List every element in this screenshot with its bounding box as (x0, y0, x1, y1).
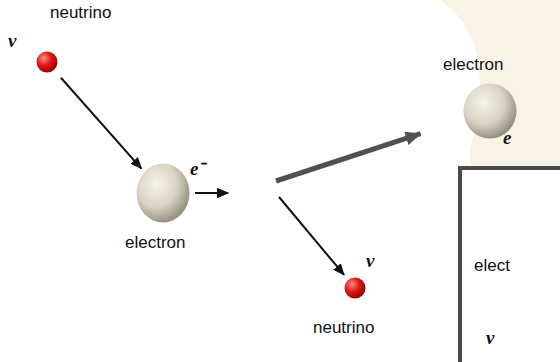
particle-label: electron (125, 233, 185, 253)
neutrino-particle: neutrinov (36, 51, 58, 73)
neutrino-particle: vneutrino (344, 277, 366, 299)
neutrino-sphere (344, 277, 366, 299)
arrow-segment (195, 192, 228, 194)
electron-ball (137, 164, 190, 223)
cream-backdrop (440, 0, 560, 192)
particle-symbol: v (8, 31, 16, 51)
neutrino-ball (37, 52, 58, 73)
particle-label: neutrino (313, 318, 374, 338)
neutrino-sphere (36, 51, 58, 73)
box-symbol: v (486, 328, 494, 348)
electron-particle: e⁻electron (136, 163, 190, 223)
arrow-segment (279, 197, 344, 275)
particle-symbol: e (503, 128, 511, 148)
neutrino-ball (345, 278, 366, 299)
electron-particle: electrone (463, 83, 517, 139)
particle-label: neutrino (50, 3, 111, 23)
legend-box: elect v (458, 166, 560, 362)
particle-label: electron (443, 55, 503, 75)
interaction-arrow (195, 193, 344, 275)
interaction-arrow (195, 134, 421, 193)
particle-symbol: e⁻ (190, 159, 204, 179)
arrow-segment (61, 78, 141, 169)
electron-sphere (136, 163, 190, 223)
particle-symbol: v (366, 251, 374, 271)
box-label: elect (474, 256, 510, 276)
arrow-segment (276, 134, 421, 181)
arrow-segment (195, 192, 228, 194)
interaction-arrow (61, 78, 141, 169)
